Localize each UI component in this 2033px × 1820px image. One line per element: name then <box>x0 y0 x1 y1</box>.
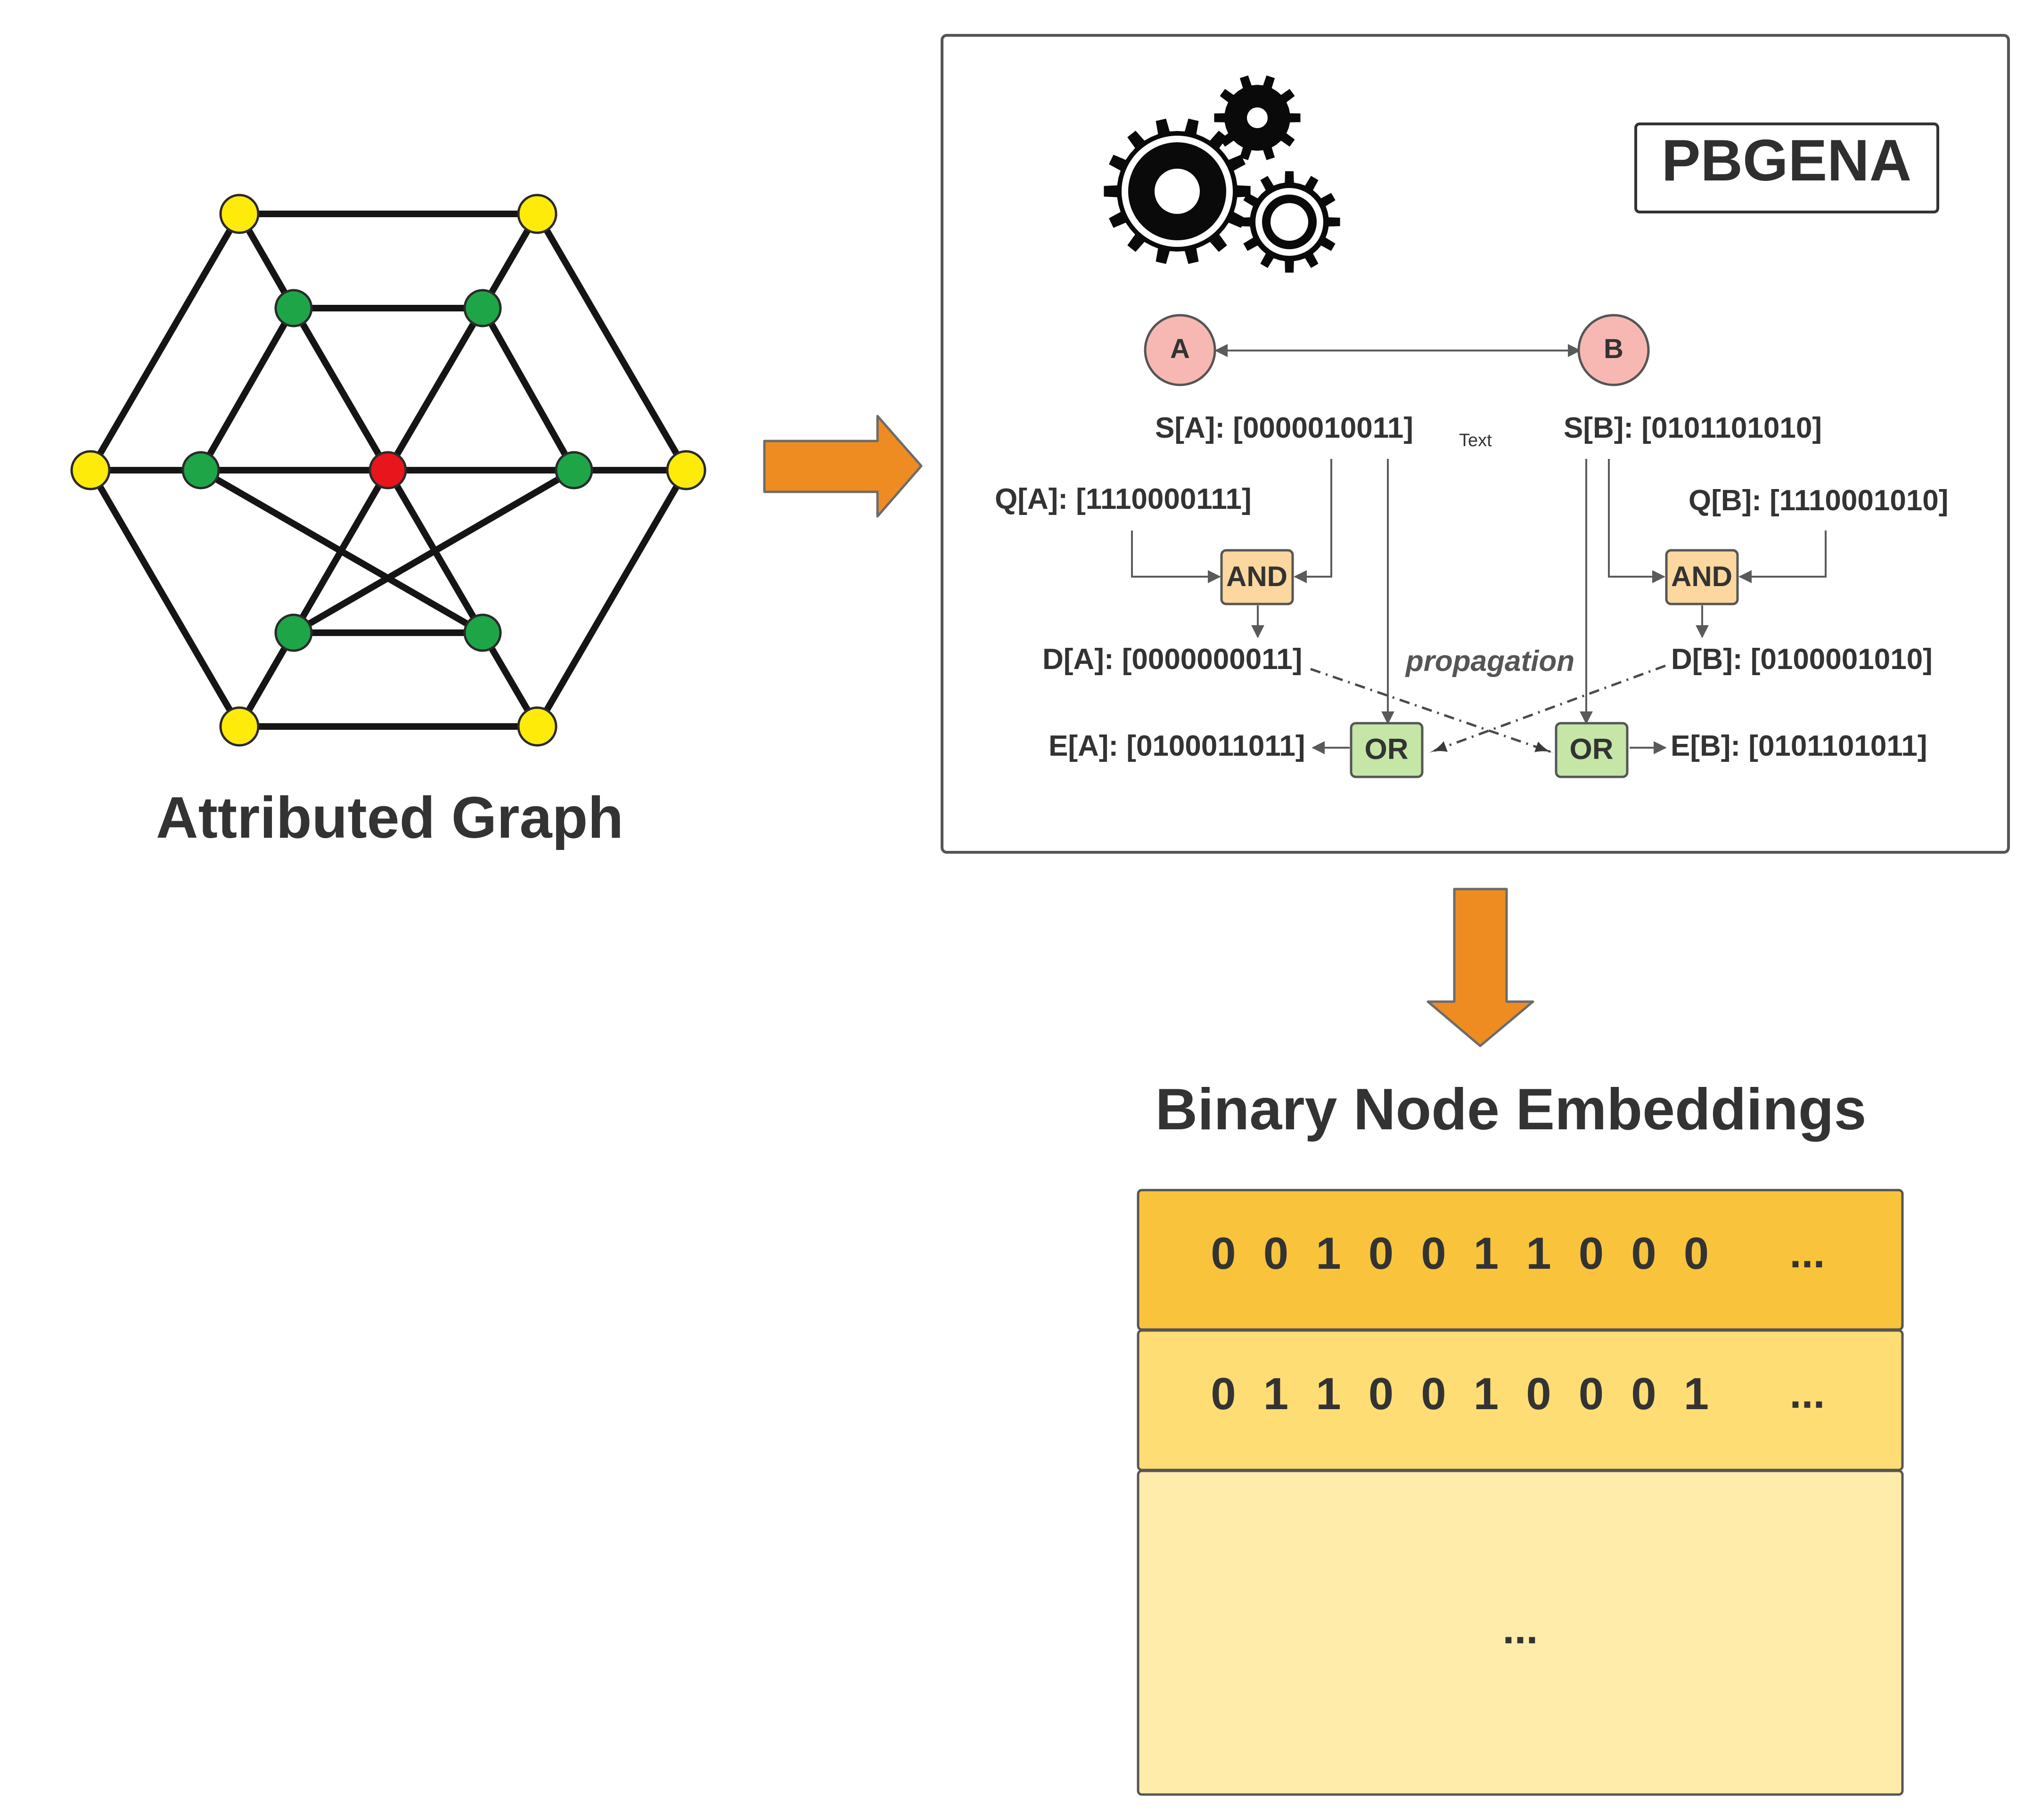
e-a-label: E[A]: [0100011011] <box>1049 730 1305 762</box>
graph-nodes <box>70 194 706 747</box>
graph-node-inner <box>463 289 502 327</box>
embedding-row-1 <box>1137 1189 1904 1331</box>
graph-node-outer <box>219 706 260 747</box>
embedding-bit: 1 <box>1263 1369 1288 1419</box>
propagation-lines <box>1310 664 1666 754</box>
embedding-bit: 1 <box>1474 1228 1499 1279</box>
and-gate-right-label: AND <box>1671 561 1732 592</box>
embedding-row-2-ellipsis: ... <box>1789 1370 1825 1417</box>
graph-node-outer <box>517 194 557 234</box>
s-b-label: S[B]: [0101101010] <box>1564 412 1822 444</box>
node-a-label: A <box>1170 334 1190 364</box>
large-gear-icon <box>1104 118 1251 264</box>
embedding-bit: 1 <box>1316 1228 1341 1279</box>
stray-text-label: Text <box>1459 431 1492 450</box>
propagation-b-to-a <box>1428 664 1666 754</box>
graph-node-center <box>369 451 407 490</box>
embedding-bit: 0 <box>1631 1369 1656 1419</box>
graph-edge <box>534 211 689 473</box>
or-gate-left-label: OR <box>1365 733 1409 766</box>
embedding-bit: 0 <box>1684 1228 1709 1279</box>
graph-edge <box>197 305 297 473</box>
node-a <box>1144 314 1216 386</box>
graph-node-outer <box>517 706 557 747</box>
embedding-bit: 0 <box>1263 1228 1288 1279</box>
graph-edge <box>87 211 243 473</box>
graph-caption: Attributed Graph <box>156 785 623 850</box>
and-gate-right <box>1665 549 1739 605</box>
attributed-graph <box>70 194 706 747</box>
embeddings-title: Binary Node Embeddings <box>1156 1077 1867 1142</box>
graph-edge <box>290 467 391 636</box>
graph-edge <box>534 467 689 730</box>
e-b-label: E[B]: [0101101011] <box>1671 730 1927 762</box>
embedding-row-1-ellipsis: ... <box>1789 1230 1825 1277</box>
embedding-bit: 0 <box>1369 1369 1394 1419</box>
embedding-row-2 <box>1137 1329 1904 1471</box>
embedding-bit: 0 <box>1211 1228 1236 1279</box>
gear-hub <box>1247 107 1268 128</box>
embedding-bit: 1 <box>1526 1228 1551 1279</box>
gear-hub <box>1155 169 1200 214</box>
graph-edge <box>87 467 243 730</box>
d-a-label: D[A]: [0000000011] <box>1042 643 1302 676</box>
embedding-bit: 0 <box>1369 1228 1394 1279</box>
medium-gear-icon <box>1238 171 1340 273</box>
graph-node-inner <box>463 613 502 652</box>
connectors <box>1131 459 1827 754</box>
and-gate-left-label: AND <box>1226 561 1287 592</box>
pbgena-title: PBGENA <box>1662 128 1912 193</box>
embedding-bit: 0 <box>1526 1369 1551 1419</box>
embedding-bit: 0 <box>1421 1369 1446 1419</box>
propagation-a-to-b <box>1310 668 1554 754</box>
gears-icon <box>1104 75 1340 273</box>
or-gate-left <box>1350 722 1424 778</box>
or-gate-right-label: OR <box>1570 733 1614 766</box>
pbgena-title-box <box>1634 122 1939 213</box>
gear-hub <box>1271 203 1308 241</box>
down-arrow <box>1426 888 1534 1047</box>
q-b-label: Q[B]: [1110001010] <box>1689 484 1948 517</box>
embedding-more-ellipsis: ... <box>1502 1606 1538 1653</box>
graph-node-inner <box>555 451 593 490</box>
embedding-bit: 1 <box>1684 1369 1709 1419</box>
embedding-bit: 0 <box>1579 1369 1604 1419</box>
node-b <box>1577 314 1650 386</box>
pbgena-panel: PBGENA A B S[A]: [0000010011] Text S[B]:… <box>941 34 2010 854</box>
d-b-label: D[B]: [0100001010] <box>1671 643 1933 676</box>
s-a-label: S[A]: [0000010011] <box>1155 412 1413 444</box>
embedding-bit: 0 <box>1631 1228 1656 1279</box>
graph-edge <box>385 467 486 636</box>
graph-node-inner <box>274 613 313 652</box>
or-gate-right <box>1555 722 1629 778</box>
node-b-label: B <box>1604 334 1623 364</box>
graph-edge <box>385 305 486 473</box>
embedding-bit: 1 <box>1316 1369 1341 1419</box>
and-gate-left <box>1220 549 1294 605</box>
graph-edge <box>290 305 391 473</box>
embedding-bit: 0 <box>1211 1369 1236 1419</box>
graph-node-outer <box>70 450 111 490</box>
graph-node-outer <box>666 450 706 490</box>
graph-edges <box>87 211 689 730</box>
embedding-bit: 0 <box>1579 1228 1604 1279</box>
graph-edge <box>479 305 577 473</box>
embedding-bit: 0 <box>1421 1228 1446 1279</box>
graph-node-inner <box>181 451 220 490</box>
small-gear-icon <box>1214 75 1301 160</box>
propagation-label: propagation <box>1405 645 1574 677</box>
right-arrow <box>763 415 923 518</box>
embedding-bit: 1 <box>1474 1369 1499 1419</box>
embedding-more-rows <box>1137 1469 1904 1796</box>
graph-node-outer <box>219 194 260 234</box>
graph-node-inner <box>274 289 313 327</box>
q-a-label: Q[A]: [1110000111] <box>995 483 1252 515</box>
